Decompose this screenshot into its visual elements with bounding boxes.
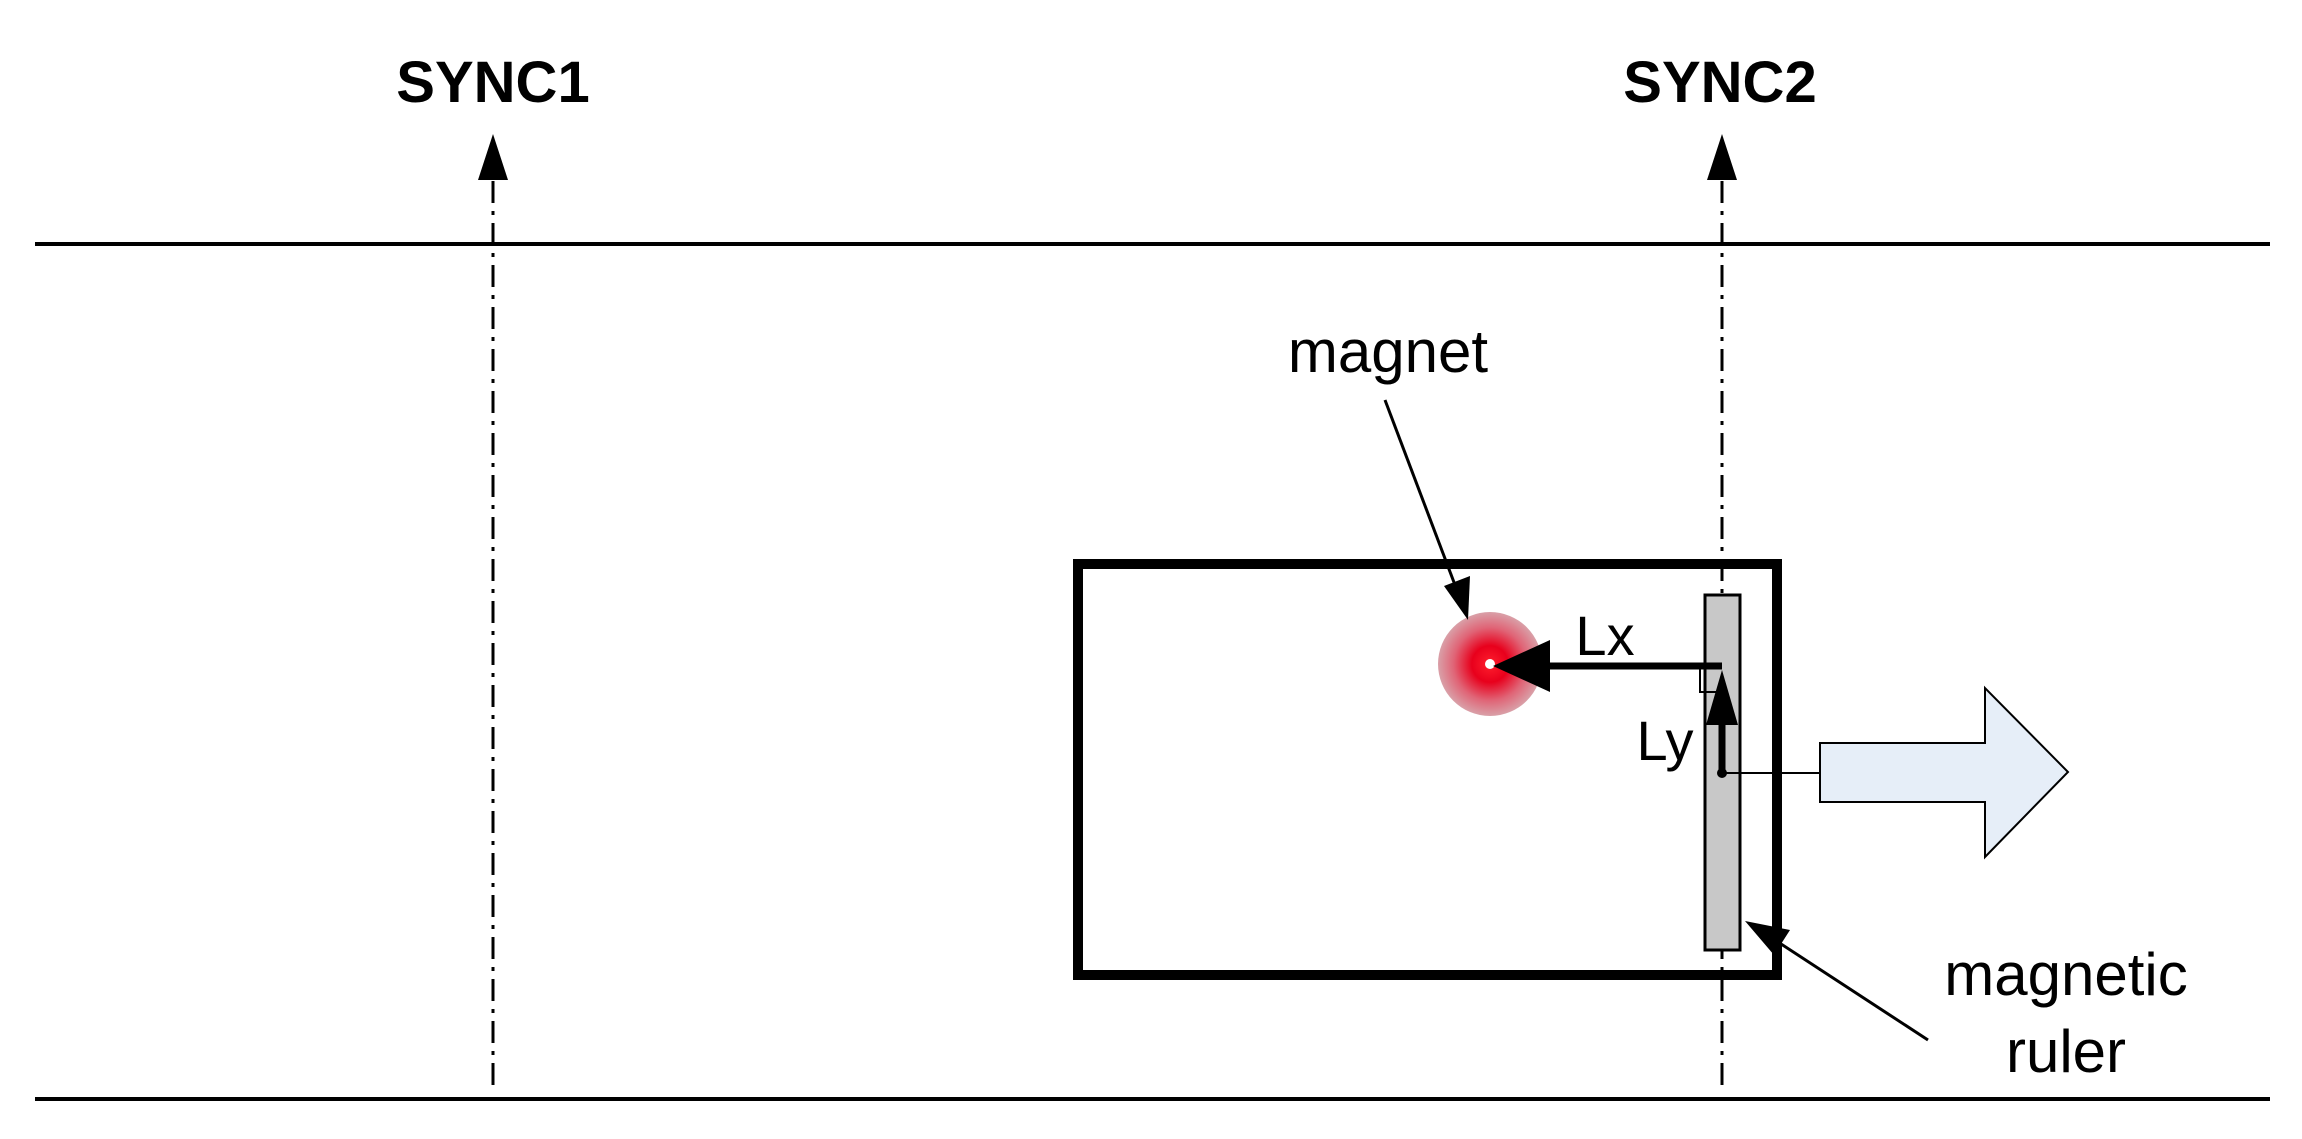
ruler-leader-line: [1777, 940, 1929, 1042]
magnet-center: [1485, 659, 1495, 669]
magnetic-ruler-label-line2: ruler: [2006, 1018, 2126, 1085]
ly-label: Ly: [1636, 709, 1693, 772]
sync1-arrowhead: [478, 134, 508, 180]
magnetic-ruler-label-line1: magnetic: [1944, 941, 2187, 1008]
ly-arrowhead: [1706, 670, 1738, 725]
lx-arrowhead: [1493, 640, 1550, 692]
ruler-leader-arrowhead: [1745, 921, 1790, 955]
magnet-label: magnet: [1288, 318, 1488, 385]
magnet-leader-arrowhead: [1444, 576, 1470, 620]
magnet-leader-line: [1383, 399, 1457, 586]
carrier-box: [1073, 559, 1782, 980]
lx-label: Lx: [1575, 604, 1634, 667]
sync2-label: SYNC2: [1623, 50, 1816, 115]
motion-direction-arrow: [1819, 685, 2070, 860]
sync1-label: SYNC1: [396, 50, 589, 115]
right-angle-marker: [1699, 666, 1722, 693]
sync2-arrowhead: [1707, 134, 1737, 180]
